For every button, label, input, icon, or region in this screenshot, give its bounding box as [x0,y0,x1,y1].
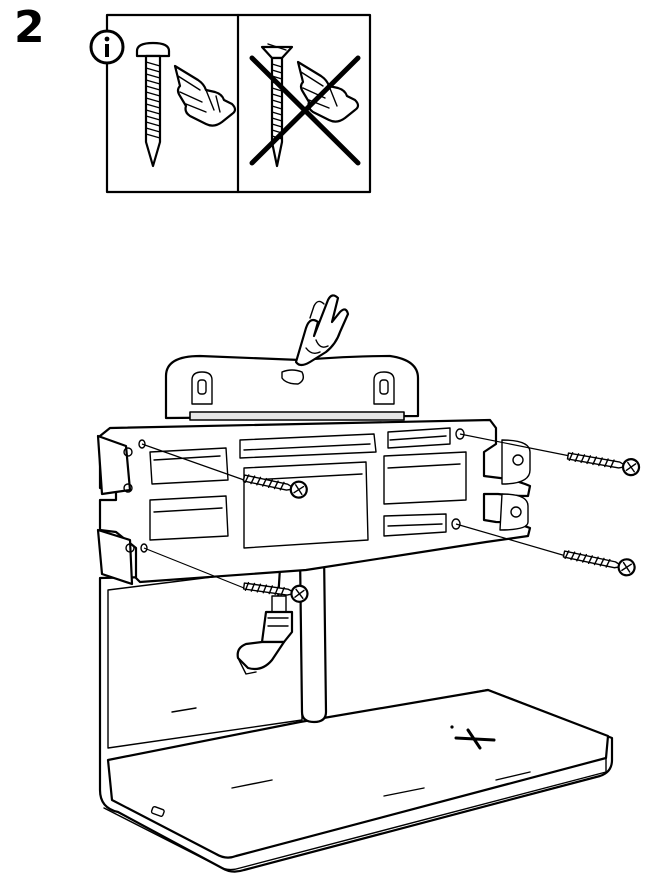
step-number: 2 [14,2,45,53]
screw-icon [242,452,641,603]
cable-plug-icon [236,546,306,675]
mounting-plate [96,354,532,586]
charging-cross-icon [450,725,496,750]
info-panel [89,13,372,194]
info-icon [89,29,125,65]
cross-out-icon [249,55,361,166]
fingers-pinch-icon [173,64,237,127]
screw-guide-lines [141,433,571,589]
pointing-hand-icon [294,294,350,367]
shelf-tray [98,565,614,873]
pan-head-screw-icon [135,41,171,168]
assembly-illustration [96,294,641,873]
